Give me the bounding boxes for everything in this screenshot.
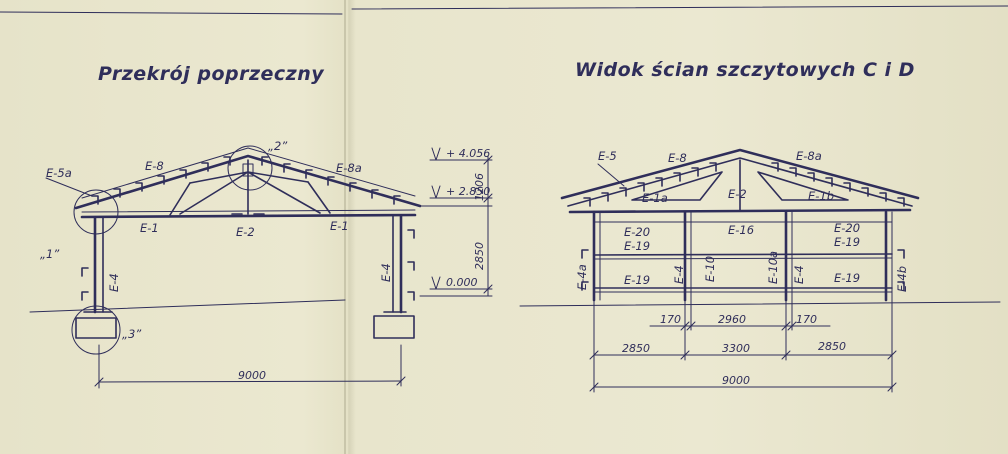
label-e4-right: E-4 <box>379 263 393 282</box>
cross-section-drawing <box>29 145 493 389</box>
dimension-2850-right: 2850 <box>818 340 846 353</box>
dimension-2850-left: 2850 <box>622 342 650 355</box>
dimension-9000-left: 9000 <box>238 369 266 382</box>
dimension-2850: 2850 <box>473 242 486 270</box>
detail-circle-1 <box>73 189 119 235</box>
title-cross-section: Przekrój poprzeczny <box>98 63 325 85</box>
label-e5: E-5 <box>598 149 617 163</box>
label-e16: E-16 <box>728 223 754 237</box>
label-e1-right: E-1 <box>330 219 349 233</box>
label-e8a: E-8a <box>336 161 362 175</box>
label-detail-3: „3” <box>122 327 142 341</box>
level-4056: + 4.056 <box>446 147 490 160</box>
dimension-lines-right <box>589 299 897 393</box>
dimension-9000-right: 9000 <box>722 374 750 387</box>
detail-circle-3 <box>71 305 121 355</box>
label-e8: E-8 <box>145 159 164 173</box>
ground-line-right <box>519 301 1001 307</box>
label-e1-left: E-1 <box>140 221 159 235</box>
bottom-chord <box>80 213 417 219</box>
title-gable-wall-view: Widok ścian szczytowych C i D <box>575 59 915 81</box>
label-e19-right-bottom: E-19 <box>834 271 860 285</box>
level-marks <box>419 147 493 297</box>
dimension-2960: 2960 <box>718 313 746 326</box>
label-detail-2: „2” <box>268 139 288 153</box>
label-e20-left: E-20 <box>624 225 650 239</box>
label-e4-left: E-4 <box>107 273 121 292</box>
label-e2: E-2 <box>236 225 255 239</box>
dimension-170-left: 170 <box>660 313 681 326</box>
label-e19-left-top: E-19 <box>624 239 650 253</box>
label-e19-left-bottom: E-19 <box>624 273 650 287</box>
label-e20-right: E-20 <box>834 221 860 235</box>
label-e19-right-top: E-19 <box>834 235 860 249</box>
label-e2-right: E-2 <box>728 187 747 201</box>
level-0000: 0.000 <box>446 276 478 289</box>
label-e1b: E-1b <box>808 189 834 203</box>
detail-circle-2 <box>227 145 273 191</box>
level-2850: + 2.850 <box>446 185 490 198</box>
footing-right <box>373 315 415 339</box>
frame-line-left <box>0 11 343 15</box>
label-e10a: E-10a <box>766 251 780 284</box>
dimension-1206: 1206 <box>473 173 486 201</box>
frame-line-right <box>351 5 1008 10</box>
label-detail-1: „1” <box>40 247 60 261</box>
footing-left <box>75 317 117 339</box>
ground-line-left <box>29 299 346 313</box>
label-e1a: E-1a <box>642 191 668 205</box>
label-e8-right: E-8 <box>668 151 687 165</box>
label-e4b: E-4b <box>895 266 909 292</box>
gable-view-drawing <box>519 148 1001 393</box>
dimension-3300: 3300 <box>722 342 750 355</box>
label-e10: E-10 <box>703 256 717 282</box>
label-e8a-right: E-8a <box>796 149 822 163</box>
roof-top-chord <box>74 154 422 210</box>
label-e4-mid-left: E-4 <box>672 265 686 284</box>
label-e4-mid-right: E-4 <box>792 265 806 284</box>
label-e5a: E-5a <box>46 166 72 180</box>
dimension-170-right: 170 <box>796 313 817 326</box>
label-e4a: E-4a <box>575 264 589 290</box>
dimension-9000-line <box>98 380 402 383</box>
